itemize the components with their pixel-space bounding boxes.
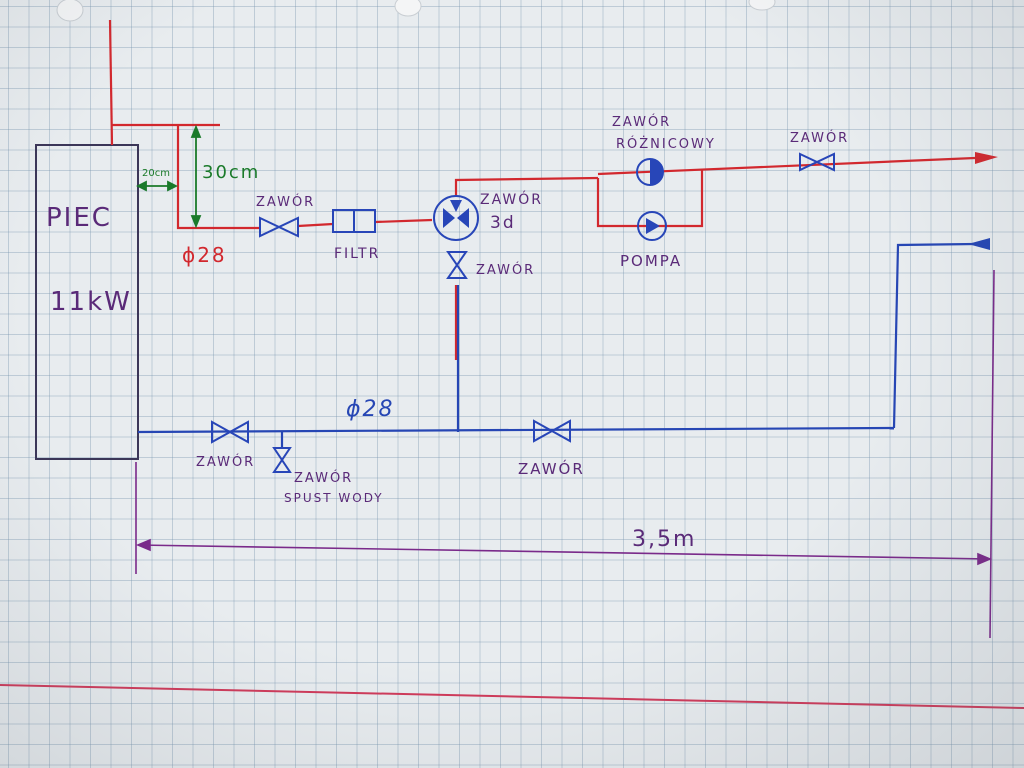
bypass-valve-icon	[446, 251, 468, 279]
margin-line	[0, 684, 1024, 709]
boiler-power-label: 11kW	[50, 287, 132, 317]
differential-valve-icon	[636, 158, 664, 186]
return-valve-left-label: ZAWÓR	[196, 454, 255, 470]
filter-label: FILTR	[334, 246, 380, 262]
filter-icon	[332, 209, 376, 233]
drain-valve-icon	[272, 447, 292, 473]
return-pipes	[137, 242, 976, 448]
dim-30-label: 30cm	[202, 162, 260, 183]
supply-drop	[176, 125, 260, 230]
diff-valve-label-2: RÓŻNICOWY	[616, 136, 716, 152]
pump-label: POMPA	[620, 252, 682, 270]
dim-green	[135, 124, 202, 229]
return-valve-mid-icon	[533, 419, 571, 443]
three-way-valve-icon	[433, 195, 479, 241]
supply-riser	[108, 19, 114, 146]
supply-valve-icon	[259, 216, 299, 238]
length-label: 3,5m	[632, 527, 696, 552]
boiler: PIEC 11kW	[35, 144, 139, 460]
return-valve-mid-label: ZAWÓR	[518, 459, 585, 478]
return-diameter-label: ϕ28	[346, 397, 395, 422]
three-way-valve-label-1: ZAWÓR	[480, 190, 543, 208]
return-arrowhead	[968, 238, 990, 250]
return-riser-right	[892, 242, 976, 429]
three-way-valve-label-2: 3d	[490, 213, 516, 233]
supply-arrowhead	[975, 152, 998, 164]
right-valve-label: ZAWÓR	[790, 130, 849, 146]
supply-valve-label: ZAWÓR	[256, 194, 315, 210]
return-main	[137, 426, 895, 434]
supply-pipe-valve-filter	[297, 222, 334, 228]
supply-pipe-filter-3d	[374, 218, 433, 224]
return-valve-left-icon	[211, 420, 249, 444]
bypass-valve-label: ZAWÓR	[476, 262, 535, 278]
boiler-name-label: PIEC	[46, 203, 112, 233]
drain-valve-label-2: SPUST WODY	[284, 491, 384, 505]
supply-pipes	[108, 19, 976, 360]
length-dimension	[135, 269, 995, 639]
pump-icon	[637, 211, 667, 241]
right-valve-icon	[799, 152, 835, 172]
boiler-box	[35, 144, 139, 460]
punch-holes	[56, 0, 776, 22]
diff-valve-label-1: ZAWÓR	[612, 114, 671, 130]
dim-20-label: 20cm	[142, 168, 170, 179]
drain-valve-label-1: ZAWÓR	[294, 470, 353, 486]
supply-diameter-label: ϕ28	[182, 243, 227, 267]
supply-from-3d-up	[454, 176, 599, 196]
